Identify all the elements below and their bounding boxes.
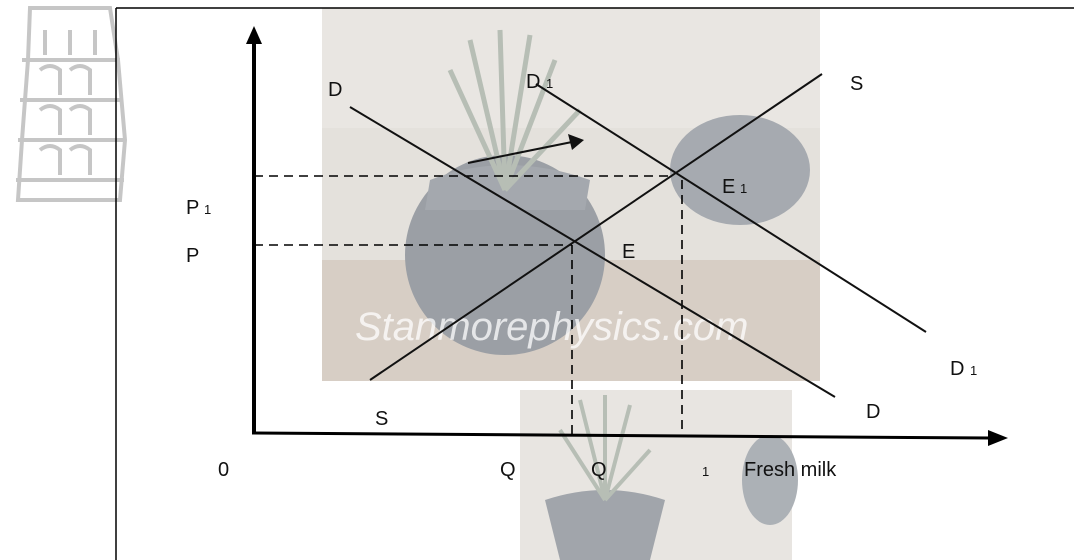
supply-curve — [369, 73, 823, 381]
shift-arrow-line — [467, 141, 573, 164]
demand-shift-label-top: D — [526, 71, 540, 93]
y-axis-arrow-icon — [246, 26, 262, 44]
supply-label-top: S — [850, 73, 863, 95]
demand-shift-sub-bottom: 1 — [970, 363, 977, 378]
equilibrium-new-sub: 1 — [740, 181, 747, 196]
shift-arrow-icon — [568, 134, 584, 150]
price-new-label: P — [186, 197, 199, 219]
demand-curve — [349, 106, 836, 398]
labels: D D D 1 D 1 S S E E 1 P 1 P 0 Q Q 1 Fres… — [186, 71, 977, 481]
axes — [246, 26, 1008, 446]
demand-label-top: D — [328, 79, 342, 101]
price-label: P — [186, 245, 199, 267]
supply-label-bottom: S — [375, 408, 388, 430]
quantity-label: Q — [500, 459, 516, 481]
quantity-new-label: Q — [591, 459, 607, 481]
curves — [349, 73, 927, 398]
quantity-new-sub: 1 — [702, 464, 709, 479]
frame — [115, 7, 1074, 560]
demand-shift-sub-top: 1 — [546, 76, 553, 91]
x-axis — [251, 431, 991, 440]
origin-label: 0 — [218, 459, 229, 481]
demand-shifted-curve — [535, 83, 927, 333]
tower-decoration — [15, 6, 128, 202]
equilibrium-new-label: E — [722, 176, 735, 198]
demand-label-bottom: D — [866, 401, 880, 423]
x-axis-arrow-icon — [988, 430, 1008, 446]
price-new-sub: 1 — [204, 202, 211, 217]
background-photo: Stanmorephysics.com — [322, 8, 820, 381]
watermark-text: Stanmorephysics.com — [355, 305, 748, 349]
demand-shift-label-bottom: D — [950, 358, 964, 380]
background-photo-lower — [520, 390, 798, 560]
equilibrium-label: E — [622, 241, 635, 263]
x-axis-title: Fresh milk — [744, 459, 837, 481]
